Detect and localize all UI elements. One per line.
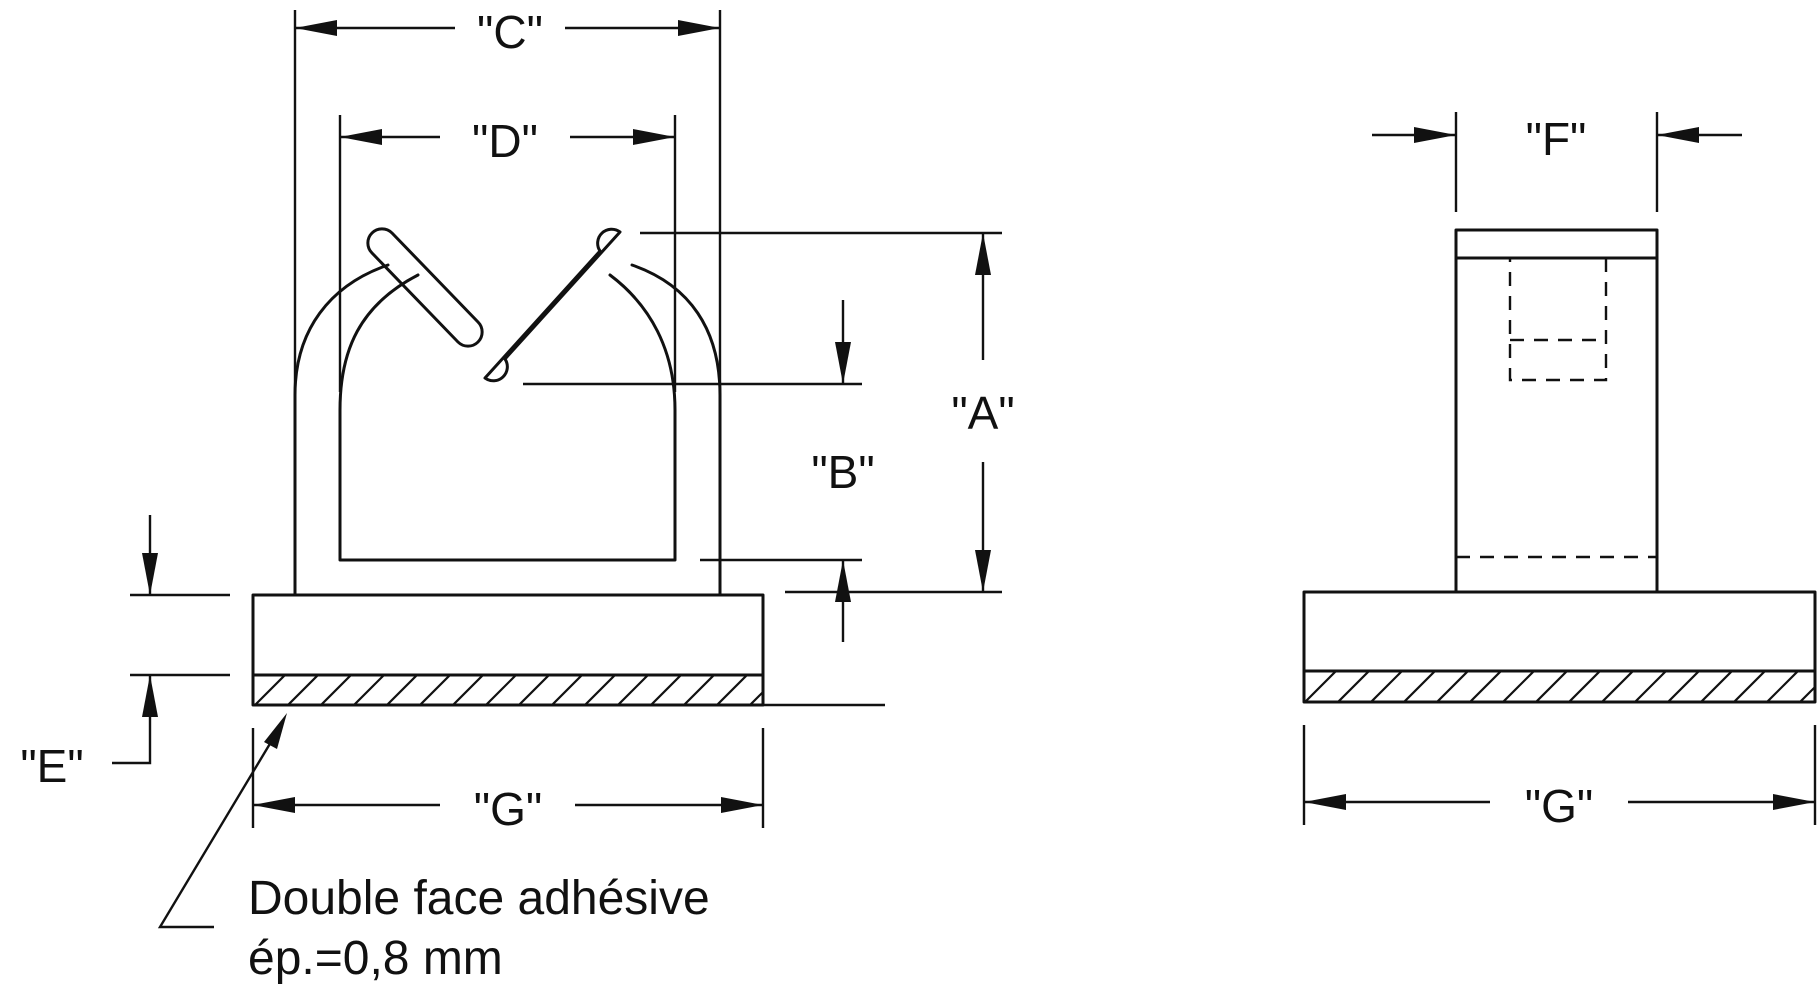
- dimension-g-side-label: "G": [1525, 780, 1593, 832]
- dimension-a: [640, 231, 1002, 594]
- left-latch-finger: [366, 227, 484, 348]
- front-base: [251, 593, 765, 677]
- front-view: [112, 10, 1002, 929]
- side-view: [1302, 112, 1817, 825]
- adhesive-leader: [157, 713, 287, 929]
- adhesive-note-line1: Double face adhésive: [248, 872, 710, 925]
- right-latch-finger: [483, 227, 622, 383]
- dimension-c: [293, 10, 722, 595]
- dimension-g-front-label: "G": [474, 783, 542, 835]
- dimension-c-label: "C": [477, 6, 543, 58]
- front-adhesive-hatching: [253, 675, 763, 705]
- dimension-e-label: "E": [20, 740, 83, 792]
- dimension-b: [523, 300, 862, 642]
- side-base: [1302, 590, 1817, 673]
- dimension-f: [1372, 112, 1742, 212]
- dimension-e: [112, 515, 230, 765]
- clip-inner-cavity: [338, 273, 677, 562]
- dimension-d-label: "D": [472, 115, 538, 167]
- side-adhesive-hatching: [1304, 671, 1815, 702]
- adhesive-note-line2: ép.=0,8 mm: [248, 932, 503, 985]
- side-upper-block: [1454, 228, 1659, 594]
- dimension-a-label: "A": [951, 387, 1014, 439]
- dimension-g-side: [1302, 725, 1817, 825]
- dimension-d: [338, 115, 677, 392]
- dimension-g-front: [251, 703, 885, 828]
- dimension-f-label: "F": [1526, 113, 1587, 165]
- front-adhesive-strip: [251, 673, 765, 707]
- dimension-b-label: "B": [811, 446, 874, 498]
- side-hidden-slot: [1508, 256, 1608, 382]
